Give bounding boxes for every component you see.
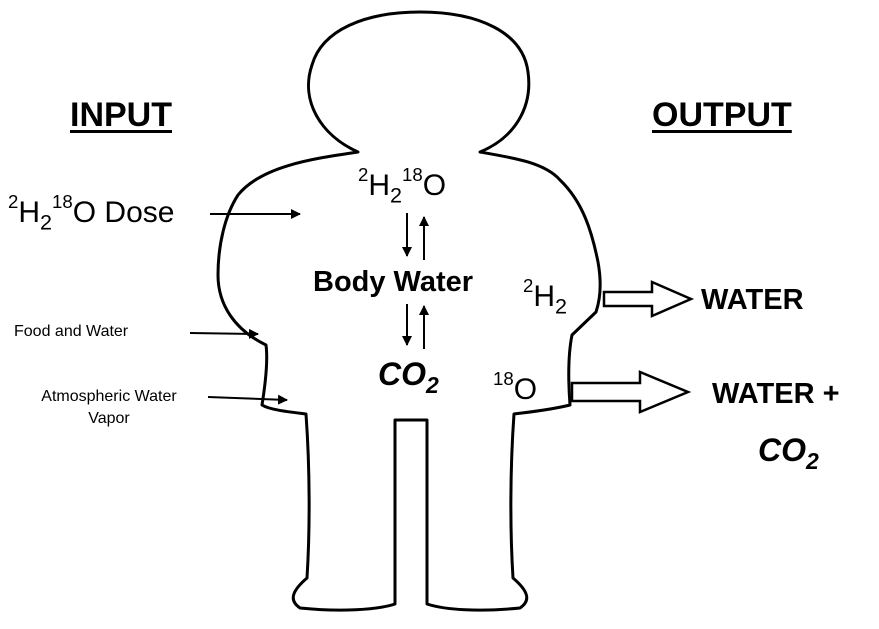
food-water-label: Food and Water [14,323,128,341]
body-h-sub: 2 [390,183,402,208]
output-co2-sub: 2 [806,448,819,474]
dose-h-sub: 2 [40,210,52,235]
water-co2-output-arrow [572,372,688,412]
atmospheric-line-2: Vapor [14,408,204,430]
body-o: O [423,169,446,202]
water-plus-label: WATER + [712,378,840,411]
dose-isotope-2: 2 [8,191,18,212]
input-heading: INPUT [70,96,172,135]
body-water-label: Body Water [313,266,473,299]
body-formula: 2H218O [358,169,446,203]
output-h2-base: H [533,280,555,313]
output-co2-label: CO2 [758,432,819,469]
output-o18-isotope: 18 [493,368,514,389]
output-h2-label: 2H2 [523,280,567,314]
dose-label: 2H218O Dose [8,196,174,230]
dose-word: Dose [96,196,174,229]
output-h2-isotope: 2 [523,275,533,296]
body-isotope-18: 18 [402,164,423,185]
atmospheric-line-1: Atmospheric Water [14,386,204,408]
body-h: H [368,169,390,202]
body-co2-label: CO2 [378,356,439,393]
food-arrow [190,333,258,334]
vapor-arrow [208,397,287,400]
output-o18-base: O [514,373,537,406]
atmospheric-vapor-label: Atmospheric Water Vapor [14,386,204,430]
output-heading: OUTPUT [652,96,792,135]
dose-isotope-18: 18 [52,191,73,212]
water-output-arrow [604,282,691,316]
body-co2-sub: 2 [426,372,439,398]
water-output-label: WATER [701,284,804,317]
output-h2-sub: 2 [555,294,567,319]
dose-o: O [73,196,96,229]
body-isotope-2: 2 [358,164,368,185]
output-o18-label: 18O [493,373,537,407]
dose-h: H [18,196,40,229]
body-co2-base: CO [378,356,426,392]
output-co2-base: CO [758,432,806,468]
